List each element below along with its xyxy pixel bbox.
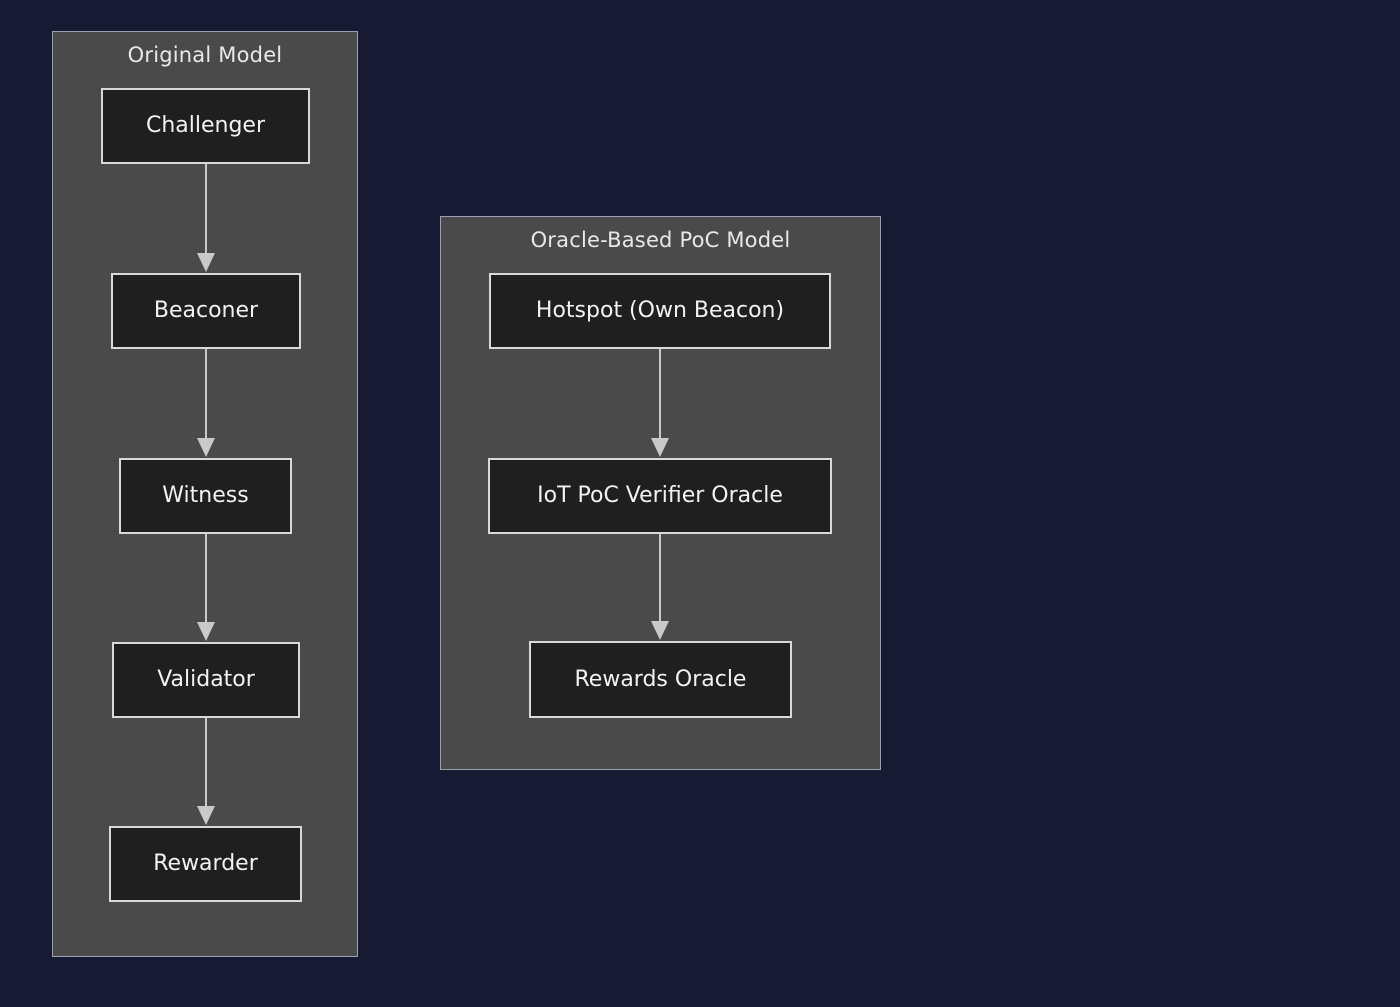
node-validator[interactable]: Validator	[112, 642, 300, 718]
node-rewards-oracle[interactable]: Rewards Oracle	[529, 641, 792, 718]
node-label-rewarder: Rewarder	[153, 851, 258, 876]
node-challenger[interactable]: Challenger	[101, 88, 310, 164]
node-label-challenger: Challenger	[145, 113, 266, 138]
subgraph-title-oracle-based-poc-model: Oracle-Based PoC Model	[530, 228, 791, 252]
node-label-hotspot: Hotspot (Own Beacon)	[535, 298, 785, 323]
node-label-validator: Validator	[157, 667, 255, 692]
node-label-beaconer: Beaconer	[153, 298, 259, 323]
node-beaconer[interactable]: Beaconer	[111, 273, 301, 349]
node-iot-poc-verifier-oracle[interactable]: IoT PoC Verifier Oracle	[488, 458, 832, 534]
subgraph-title-original-model: Original Model	[127, 43, 283, 67]
node-label-rewards-oracle: Rewards Oracle	[574, 666, 747, 692]
node-witness[interactable]: Witness	[119, 458, 292, 534]
node-label-iot-poc-verifier-oracle: IoT PoC Verifier Oracle	[537, 483, 783, 508]
node-label-witness: Witness	[162, 483, 249, 508]
node-rewarder[interactable]: Rewarder	[109, 826, 302, 902]
node-hotspot[interactable]: Hotspot (Own Beacon)	[489, 273, 831, 349]
